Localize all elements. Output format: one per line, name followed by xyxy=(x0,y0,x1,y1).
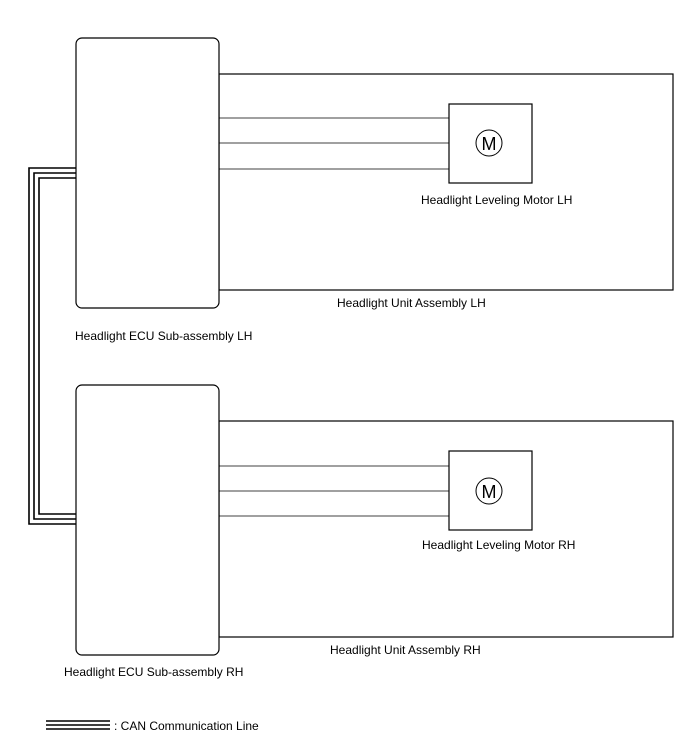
motor-lh-symbol: M xyxy=(482,134,497,154)
headlight-ecu-lh xyxy=(75,37,220,309)
unit-lh-label: Headlight Unit Assembly LH xyxy=(337,296,486,310)
motor-rh-icon xyxy=(475,477,503,505)
leveling-motor-lh: M xyxy=(448,103,533,184)
ecu-lh-label: Headlight ECU Sub-assembly LH xyxy=(75,329,252,343)
unit-rh-label: Headlight Unit Assembly RH xyxy=(330,643,481,657)
can-communication-line xyxy=(28,167,76,525)
motor-rh-symbol: M xyxy=(482,482,497,502)
motor-lh-label: Headlight Leveling Motor LH xyxy=(421,193,572,207)
motor-wires-rh xyxy=(219,465,449,517)
legend-label: : CAN Communication Line xyxy=(114,719,259,733)
legend-can-line-icon xyxy=(46,720,110,730)
headlight-unit-assembly-rh xyxy=(218,420,674,638)
leveling-motor-rh: M xyxy=(448,450,533,531)
motor-wires-lh xyxy=(219,117,449,170)
motor-rh-label: Headlight Leveling Motor RH xyxy=(422,538,575,552)
headlight-unit-assembly-lh xyxy=(218,73,674,291)
headlight-ecu-rh xyxy=(75,384,220,656)
motor-lh-icon xyxy=(475,129,503,157)
ecu-rh-label: Headlight ECU Sub-assembly RH xyxy=(64,665,243,679)
